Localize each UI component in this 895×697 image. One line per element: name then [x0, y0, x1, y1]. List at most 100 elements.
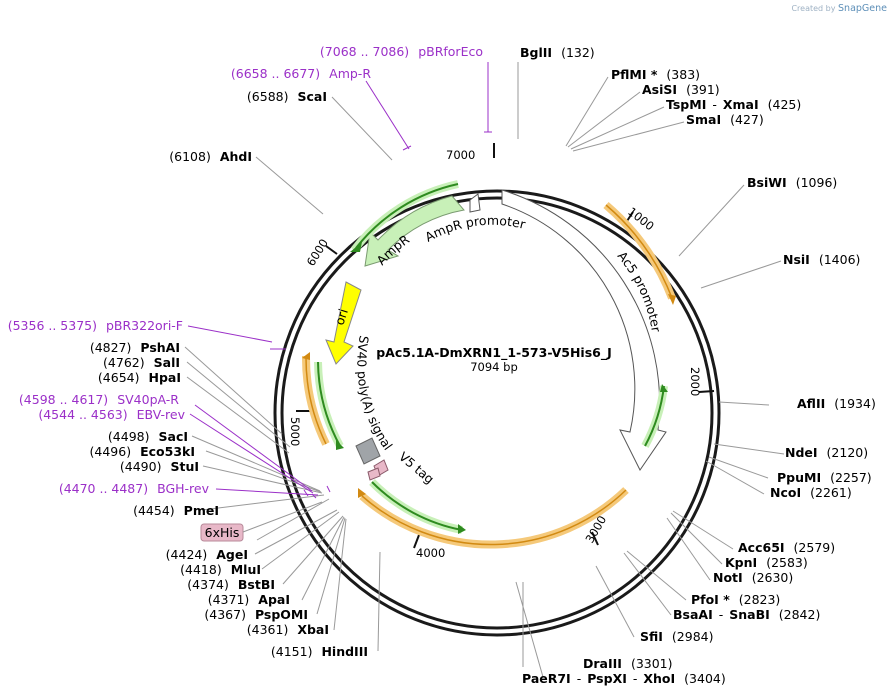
site-scai[interactable]: (6588)ScaI — [247, 89, 327, 104]
site-bglii[interactable]: BglII(132) — [520, 45, 595, 60]
site-smai-name: SmaI — [686, 112, 721, 127]
site-pmei[interactable]: (4454)PmeI — [133, 503, 219, 518]
site-tspmi-xmai[interactable]: TspMI-XmaI(425) — [666, 97, 801, 112]
site-ppumi-pos: (2257) — [830, 470, 872, 485]
ori-feature-arrow[interactable] — [325, 281, 362, 365]
ampr-promoter-arrow[interactable] — [469, 193, 481, 213]
primer-pbr322ori-f[interactable]: (5356 .. 5375) pBR322ori-F — [8, 318, 183, 333]
site-bsiwi[interactable]: BsiWI (1096) — [747, 175, 837, 190]
site-paer7i-pspxi-xhoi[interactable]: PaeR7I-PspXI-XhoI(3404) — [522, 671, 726, 686]
primer-sv40pa-r-name: SV40pA-R — [117, 392, 179, 407]
site-eco53ki[interactable]: (4496)Eco53kI — [90, 444, 195, 459]
site-hindiii-pos: (4151) — [271, 644, 313, 659]
ampr-orf-line — [355, 183, 459, 249]
site-pshai[interactable]: (4827)PshAI — [90, 340, 180, 355]
site-pshai-name: PshAI — [140, 340, 180, 355]
primer-pbr322ori-f-name: pBR322ori-F — [106, 318, 183, 333]
orf-arc-bottom-line — [361, 489, 627, 546]
his-tag-label: 6xHis — [205, 525, 240, 540]
site-pmei-pos: (4454) — [133, 503, 175, 518]
primer-bgh-rev[interactable]: (4470 .. 4487)BGH-rev — [59, 481, 210, 496]
site-nsii-pos: (1406) — [819, 252, 861, 267]
site-hpai[interactable]: (4654)HpaI — [98, 370, 181, 385]
ori-label: ori — [332, 307, 351, 327]
primer-amp-r[interactable]: (6658 .. 6677)Amp-R — [231, 66, 371, 81]
site-paer7i-name: PaeR7I — [522, 671, 571, 686]
ampr-orf-arrowhead — [350, 242, 362, 252]
site-kpni[interactable]: KpnI(2583) — [725, 555, 808, 570]
orf-arc-1-line — [605, 204, 673, 299]
primer-amp-r-name: Amp-R — [329, 66, 371, 81]
site-hindiii-name: HindIII — [321, 644, 368, 659]
site-ncoi-name: NcoI — [770, 485, 801, 500]
site-xhoi-pos: (3404) — [684, 671, 726, 686]
site-mlui[interactable]: (4418)MluI — [180, 562, 261, 577]
site-pspxi-sep: - — [633, 671, 638, 686]
site-acc65i[interactable]: Acc65I (2579) — [738, 540, 835, 555]
green-orf-left-line — [317, 361, 341, 447]
site-bsaai-snabi[interactable]: BsaAI-SnaBI(2842) — [673, 607, 820, 622]
site-noti-name: NotI — [713, 570, 743, 585]
site-pfoi[interactable]: PfoI *(2823) — [691, 592, 780, 607]
green-orf-bottom-line — [371, 481, 463, 531]
plasmid-name: pAc5.1A-DmXRN1_1-573-V5His6_J — [376, 345, 612, 361]
ac5-promoter-arrow[interactable] — [501, 189, 667, 471]
green-orf-bottom-head — [458, 524, 466, 534]
site-draiii[interactable]: DraIII(3301) — [583, 656, 673, 671]
site-agei[interactable]: (4424)AgeI — [166, 547, 248, 562]
credit-prefix: Created by — [791, 4, 836, 13]
site-aflii-name: AflII — [797, 396, 825, 411]
site-smai[interactable]: SmaI(427) — [686, 112, 764, 127]
sv40-polya-box[interactable] — [355, 437, 381, 465]
site-acc65i-name: Acc65I — [738, 540, 785, 555]
site-ncoi[interactable]: NcoI(2261) — [770, 485, 852, 500]
site-xmai-name: XmaI — [723, 97, 759, 112]
site-pflmi[interactable]: PflMI *(383) — [611, 67, 700, 82]
site-apai[interactable]: (4371)ApaI — [208, 592, 290, 607]
site-hpai-name: HpaI — [149, 370, 182, 385]
site-sali[interactable]: (4762)SalI — [103, 355, 180, 370]
site-aflii[interactable]: AflII(1934) — [797, 396, 876, 411]
site-bsiwi-pos: (1096) — [796, 175, 838, 190]
v5-tag-label: V5 tag — [396, 449, 437, 487]
site-stui[interactable]: (4490)StuI — [120, 459, 199, 474]
his-tag-box[interactable] — [200, 523, 244, 542]
site-bstbi-pos: (4374) — [187, 577, 229, 592]
site-sfii[interactable]: SfiI(2984) — [640, 629, 714, 644]
site-draiii-name: DraIII — [583, 656, 622, 671]
site-nsii[interactable]: NsiI (1406) — [783, 252, 860, 267]
site-xbai-pos: (4361) — [247, 622, 289, 637]
primer-ebv-rev-name: EBV-rev — [137, 407, 186, 422]
site-xbai[interactable]: (4361)XbaI — [247, 622, 329, 637]
site-acc65i-pos: (2579) — [794, 540, 836, 555]
primer-pbrforeco[interactable]: (7068 .. 7086)pBRforEco — [320, 44, 483, 59]
primer-ebv-rev[interactable]: (4544 .. 4563)EBV-rev — [38, 407, 185, 422]
site-agei-name: AgeI — [216, 547, 248, 562]
site-paer7i-sep: - — [577, 671, 582, 686]
green-orf-left-head — [336, 440, 344, 450]
site-hindiii[interactable]: (4151) HindIII — [271, 644, 368, 659]
site-pfoi-name: PfoI * — [691, 592, 730, 607]
site-ahdi-name: AhdI — [220, 149, 252, 164]
site-noti-pos: (2630) — [752, 570, 794, 585]
site-saci[interactable]: (4498)SacI — [108, 429, 188, 444]
site-nsii-name: NsiI — [783, 252, 810, 267]
site-ndei[interactable]: NdeI(2120) — [785, 445, 868, 460]
site-xhoi-name: XhoI — [643, 671, 675, 686]
site-ppumi[interactable]: PpuMI(2257) — [777, 470, 872, 485]
site-asisi[interactable]: AsiSI(391) — [642, 82, 720, 97]
site-bstbi[interactable]: (4374)BstBI — [187, 577, 275, 592]
site-pspomi[interactable]: (4367)PspOMI — [204, 607, 308, 622]
site-ahdi[interactable]: (6108)AhdI — [169, 149, 252, 164]
site-asisi-name: AsiSI — [642, 82, 677, 97]
site-ndei-pos: (2120) — [827, 445, 869, 460]
primer-pbrforeco-name: pBRforEco — [418, 44, 483, 59]
site-noti[interactable]: NotI (2630) — [713, 570, 793, 585]
primer-sv40pa-r[interactable]: (4598 .. 4617)SV40pA-R — [19, 392, 179, 407]
his-tag-marker[interactable] — [367, 467, 381, 481]
ampr-feature-arrow[interactable] — [364, 195, 465, 267]
site-saci-name: SacI — [159, 429, 189, 444]
site-bsiwi-name: BsiWI — [747, 175, 787, 190]
primer-pbr322ori-f-range: (5356 .. 5375) — [8, 318, 97, 333]
